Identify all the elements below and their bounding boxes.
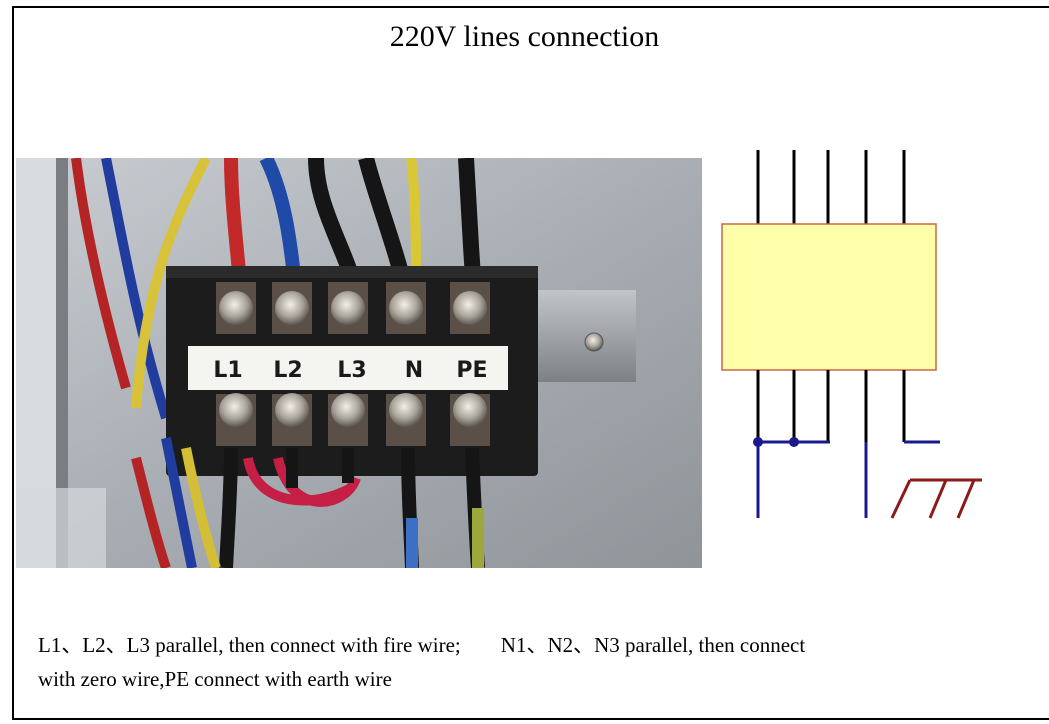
terminal-label-l3: L3 xyxy=(337,358,366,383)
junction-dot-2 xyxy=(789,437,799,447)
terminal-label-pe: PE xyxy=(456,358,487,383)
wiring-schematic xyxy=(710,140,1010,545)
terminal-label-l1: L1 xyxy=(213,358,242,383)
terminal-block-photo: L1 L2 L3 N PE xyxy=(16,158,702,568)
caption-line2: with zero wire,PE connect with earth wir… xyxy=(38,667,392,691)
caption: L1、L2、L3 parallel, then connect with fir… xyxy=(38,628,1049,696)
page-frame xyxy=(12,6,1049,720)
earth-symbol xyxy=(890,478,982,519)
page-title: 220V lines connection xyxy=(389,20,660,53)
caption-line1-right: N1、N2、N3 parallel, then connect xyxy=(500,633,806,657)
terminal-label-n: N xyxy=(405,358,423,383)
terminal-block-symbol xyxy=(721,223,937,371)
terminal-label-l2: L2 xyxy=(273,358,302,383)
caption-line1-left: L1、L2、L3 parallel, then connect with fir… xyxy=(38,633,461,657)
junction-dot-1 xyxy=(753,437,763,447)
